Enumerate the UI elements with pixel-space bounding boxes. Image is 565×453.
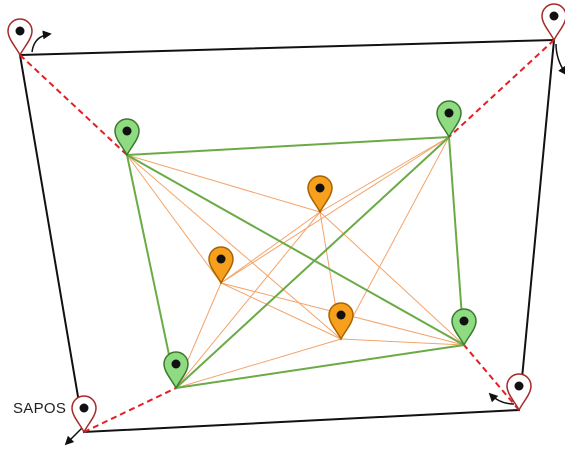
inner-link-o2 — [220, 282, 342, 340]
inner-link-o1 — [220, 211, 321, 284]
sapos-label: SAPOS — [13, 400, 67, 417]
green-top-right-marker-dot — [444, 108, 454, 118]
green-bottom-right-marker-dot — [459, 316, 469, 326]
green-top-left-marker-pin — [114, 118, 140, 157]
orange-upper-marker-dot — [315, 183, 325, 193]
sapos-link-br — [463, 344, 520, 411]
sapos-top-right-marker — [541, 3, 565, 42]
orange-lower-marker-pin — [328, 302, 354, 341]
sapos-bottom-left-marker-dot — [79, 403, 89, 413]
sapos-top-right-marker-dot — [549, 11, 559, 21]
inner-frame — [125, 135, 466, 390]
rotation-arrow-top-left — [31, 30, 52, 53]
sapos-link-tl — [19, 54, 128, 156]
green-bottom-left-marker — [163, 351, 189, 390]
sapos-bottom-right-marker-dot — [514, 381, 524, 391]
sapos-top-right-marker-pin — [541, 3, 565, 42]
sapos-bottom-left-marker-pin — [71, 395, 97, 434]
sapos-top-left-marker — [7, 18, 33, 57]
green-bottom-right-marker — [451, 308, 477, 347]
inner-diagonal-2 — [175, 136, 450, 389]
green-bottom-right-marker-pin — [451, 308, 477, 347]
green-bottom-left-marker-dot — [171, 359, 181, 369]
inner-link-0-1 — [126, 154, 222, 284]
inner-frame-polygon — [125, 135, 466, 390]
inner-link-1-2 — [340, 136, 450, 340]
sapos-bottom-left-marker — [71, 395, 97, 434]
markers — [7, 3, 565, 434]
green-top-right-marker — [436, 100, 462, 139]
inner-link-1-0 — [319, 136, 450, 213]
orange-upper-marker-pin — [307, 175, 333, 214]
rotation-arrow-top-right — [555, 43, 565, 76]
inner-link-3-0 — [175, 211, 321, 389]
inner-link-0-0 — [126, 154, 321, 213]
inner-link-1-1 — [220, 136, 450, 284]
orange-lower-marker — [328, 302, 354, 341]
orange-lower-marker-dot — [336, 310, 346, 320]
sapos-top-left-marker-dot — [15, 26, 25, 36]
orange-left-marker-dot — [216, 254, 226, 264]
green-top-right-marker-pin — [436, 100, 462, 139]
orange-left-marker-pin — [208, 246, 234, 285]
sapos-links — [19, 39, 555, 433]
rotation-arrow-bottom-left — [64, 427, 83, 446]
inner-link-0-2 — [126, 154, 342, 340]
orange-left-marker — [208, 246, 234, 285]
green-bottom-left-marker-pin — [163, 351, 189, 390]
sapos-top-left-marker-pin — [7, 18, 33, 57]
inner-link-3-2 — [175, 338, 342, 389]
green-top-left-marker — [114, 118, 140, 157]
sapos-link-bl — [83, 387, 177, 433]
sapos-bottom-right-marker-pin — [506, 373, 532, 412]
inner-link-2-2 — [340, 338, 465, 346]
green-top-left-marker-dot — [122, 126, 132, 136]
rotation-arrows — [31, 30, 565, 446]
orange-upper-marker — [307, 175, 333, 214]
inner-links — [126, 136, 465, 389]
rotation-arrow-bottom-right — [488, 392, 515, 405]
sapos-link-tr — [448, 39, 555, 138]
inner-diagonal-1 — [126, 154, 465, 346]
sapos-bottom-right-marker — [506, 373, 532, 412]
